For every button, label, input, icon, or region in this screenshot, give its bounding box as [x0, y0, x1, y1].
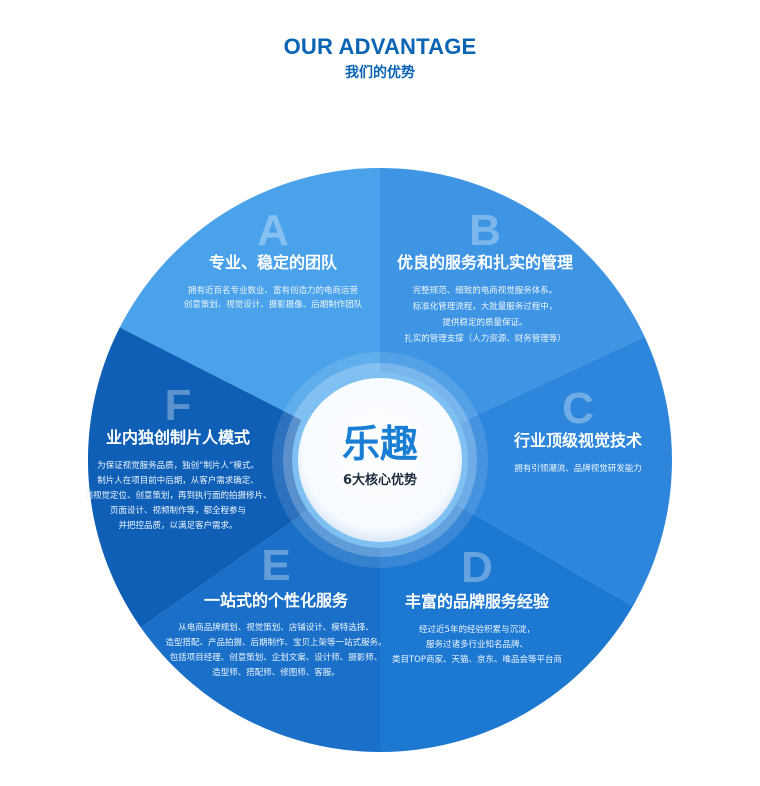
segment-description-line: 从电商品牌规划、视觉策划、店铺设计、模特选择、 [178, 622, 374, 633]
segment-c [380, 336, 672, 606]
segment-layer [87, 167, 672, 752]
segment-title: 丰富的品牌服务经验 [405, 592, 550, 611]
segment-letter: C [562, 384, 594, 433]
segment-f [87, 327, 380, 628]
segment-description-line: 经过近5年的经验积累与沉淀， [419, 624, 535, 635]
segment-e [140, 460, 380, 752]
segment-letter: F [165, 381, 192, 430]
segment-title: 行业顶级视觉技术 [513, 431, 642, 450]
segment-description-line: 包括项目经理、创意策划、企划文案、设计师、摄影师、 [170, 652, 383, 663]
center-sub-text: 6大核心优势 [343, 472, 417, 488]
segment-description-line: 拥有近百名专业数业、富有创造力的电商运营 [188, 285, 358, 296]
segment-f-label: F业内独创制片人模式为保证视觉服务品质，独创“制片人”模式。制片人在项目前中后期… [84, 381, 271, 531]
segment-description-line: 类目TOP商家、天猫、京东、唯品会等平台商 [392, 654, 562, 665]
segment-letter: B [469, 206, 501, 255]
segment-letter: A [257, 206, 289, 255]
segment-e-label: E一站式的个性化服务从电商品牌规划、视觉策划、店铺设计、模特选择、造型搭配、产品… [165, 541, 386, 678]
center-disc [298, 378, 462, 542]
center-main-text: 乐趣 [342, 422, 418, 466]
segment-description-line: 提供稳定的质量保证。 [442, 317, 527, 328]
segment-description-line: 造型搭配、产品拍摄、后期制作、宝贝上架等一站式服务。 [165, 637, 386, 648]
segment-description-line: 完整规范、细致的电商视觉服务体系。 [413, 285, 558, 296]
segment-description-line: 页面设计、视频制作等，都全程参与 [110, 505, 246, 516]
segment-letter: D [461, 543, 493, 592]
segment-b-label: B优良的服务和扎实的管理完整规范、细致的电商视觉服务体系。标准化管理流程，大批量… [397, 206, 573, 344]
segment-description-line: 并把控品质，以满足客户需求。 [118, 520, 237, 531]
segment-description-line: 到视觉定位、创意策划，再到执行面的拍摄修片、 [84, 490, 271, 501]
segment-description-line: 制片人在项目前中后期，从客户需求确定、 [97, 475, 259, 486]
segment-description-line: 标准化管理流程，大批量服务过程中， [413, 301, 558, 312]
page-title: OUR ADVANTAGE [283, 34, 477, 59]
center-hub: 乐趣 6大核心优势 [272, 352, 488, 568]
segment-a [119, 167, 381, 460]
segment-description-line: 造型师、搭配师、修图师、客服。 [212, 667, 340, 678]
label-layer: A专业、稳定的团队拥有近百名专业数业、富有创造力的电商运营创意策划、视觉设计、摄… [84, 206, 642, 678]
page-subtitle: 我们的优势 [345, 65, 415, 81]
segment-title: 专业、稳定的团队 [209, 253, 338, 272]
segment-title: 优良的服务和扎实的管理 [397, 253, 573, 272]
segment-title: 一站式的个性化服务 [204, 591, 349, 610]
segment-title: 业内独创制片人模式 [106, 428, 250, 447]
segment-description-line: 服务过诸多行业知名品牌、 [426, 639, 528, 650]
segment-d [380, 460, 633, 752]
segment-a-label: A专业、稳定的团队拥有近百名专业数业、富有创造力的电商运营创意策划、视觉设计、摄… [184, 206, 363, 310]
segment-letter: E [261, 541, 290, 590]
segment-description-line: 为保证视觉服务品质，独创“制片人”模式。 [97, 460, 259, 471]
segment-description-line: 扎实的管理支撑（人力资源、财务管理等） [404, 333, 566, 344]
segment-b [380, 168, 645, 460]
segment-description-line: 拥有引领潮流、品牌视觉研发能力 [514, 463, 642, 474]
segment-description-line: 创意策划、视觉设计、摄影摄像、后期制作团队 [184, 299, 363, 310]
